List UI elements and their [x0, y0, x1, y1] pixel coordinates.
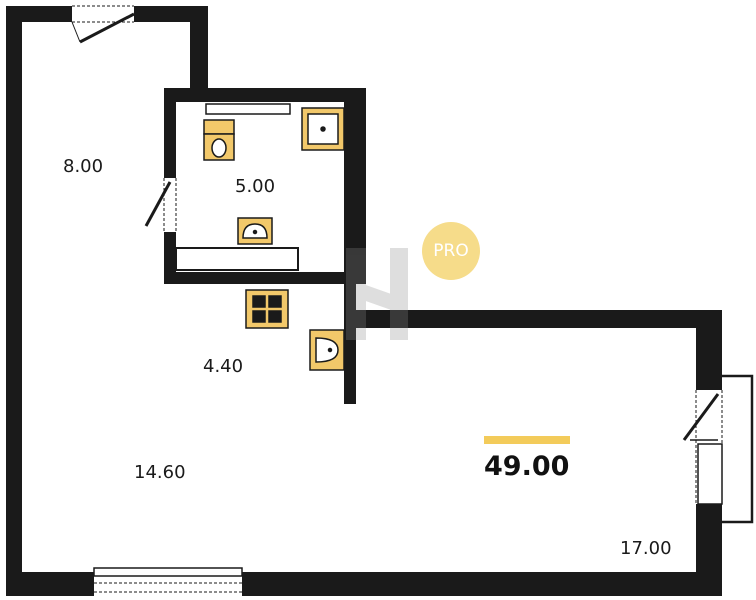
wall-top-right [134, 6, 208, 22]
wall-corridor-right [190, 6, 208, 100]
walls [6, 6, 722, 596]
entrance-door-icon [71, 5, 135, 44]
watermark-logo [346, 248, 408, 340]
bath-shelf [205, 103, 291, 115]
living-area-label: 14.60 [134, 462, 186, 483]
bathtub-icon [175, 247, 299, 271]
wall-top-left [6, 6, 72, 22]
wall-bath-bottom [164, 272, 366, 284]
wall-room-top [344, 310, 722, 328]
wall-right-upper [696, 310, 722, 390]
bathroom-door-icon [144, 178, 177, 232]
pro-badge: PRO [422, 222, 480, 280]
wall-bath-top [164, 88, 366, 102]
room-area-label: 17.00 [620, 538, 672, 559]
shower-icon [301, 107, 345, 151]
washbasin-icon [237, 217, 273, 245]
bottom-window-icon [93, 567, 243, 593]
wall-bath-left-upper [164, 88, 176, 178]
bathroom-area-label: 5.00 [235, 176, 276, 197]
toilet-icon [203, 119, 235, 161]
wall-left [6, 6, 22, 596]
total-area-accent-bar [484, 436, 570, 444]
balcony-frame [722, 374, 754, 524]
right-window-icon [697, 443, 723, 505]
total-area-label: 49.00 [484, 451, 570, 482]
hallway-area-label: 8.00 [63, 156, 104, 177]
wall-bottom-right [242, 572, 722, 596]
wall-bottom-left [6, 572, 94, 596]
kitchen-sink-icon [309, 329, 345, 371]
wall-bath-left-lower [164, 232, 176, 284]
stove-icon [245, 289, 289, 329]
wall-bath-right [344, 88, 366, 284]
kitchen-area-label: 4.40 [203, 356, 244, 377]
